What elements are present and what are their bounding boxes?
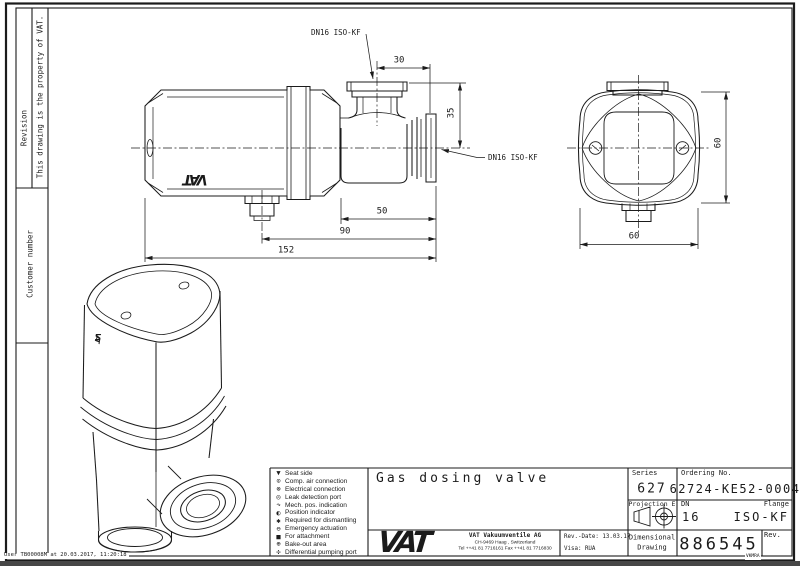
front-view-centerlines bbox=[567, 75, 711, 233]
legend-item: ⊗ Electrical connection bbox=[272, 485, 366, 493]
legend-item: ⊕ Bake-out area bbox=[272, 540, 366, 549]
plot-stamp: User TB00008M at 20.03.2017, 11:20:18 bbox=[2, 552, 129, 559]
legend-item-label: For attachment bbox=[285, 533, 330, 541]
company-name: VAT Vakuumventile AG bbox=[468, 532, 542, 539]
legend-item: ◎ Leak detection port bbox=[272, 493, 366, 501]
front-view-dimensions bbox=[579, 91, 730, 249]
dim-90: 90 bbox=[339, 226, 351, 237]
series-value: 627 bbox=[637, 481, 667, 497]
legend-item-label: Emergency actuation bbox=[285, 525, 347, 533]
ordering-no-label: Ordering No. bbox=[681, 469, 732, 477]
sheet-bottom-edge bbox=[0, 561, 800, 566]
dn-value: 16 bbox=[682, 510, 701, 524]
title-block-vat-logo: VAT bbox=[376, 525, 431, 559]
rev-label: Rev. bbox=[764, 531, 781, 539]
flange-value: ISO-KF bbox=[733, 510, 789, 524]
side-flange-label: DN16 ISO-KF bbox=[488, 153, 538, 162]
company-phone: Tel ++41 81 7716161 Fax ++41 81 7716830 bbox=[458, 546, 552, 552]
visa: Visa: RUA bbox=[564, 546, 596, 552]
company-address: CH-9469 Haag , Switzerland bbox=[474, 540, 536, 546]
legend-symbol-icon: ✱ bbox=[276, 516, 281, 525]
dim-35: 35 bbox=[446, 107, 457, 119]
legend-item-label: Mech. pos. indication bbox=[285, 501, 347, 509]
projection-label: Projection E bbox=[628, 499, 676, 508]
side-view bbox=[144, 81, 437, 221]
drawing-title: Gas dosing valve bbox=[376, 471, 550, 486]
dim-30: 30 bbox=[393, 55, 405, 66]
side-view-centerlines bbox=[131, 61, 470, 231]
series-label: Series bbox=[632, 469, 658, 477]
legend-symbol-icon: ↷ bbox=[276, 501, 281, 510]
legend-item-label: Seat side bbox=[285, 469, 313, 477]
projection-symbol-icon bbox=[633, 504, 676, 529]
legend-item: ⊖ Emergency actuation bbox=[272, 525, 366, 533]
front-view bbox=[577, 81, 701, 223]
legend-symbol-icon: ◐ bbox=[276, 508, 281, 517]
ordering-no-value: 62724-KE52-0004 bbox=[669, 482, 800, 496]
dim-50: 50 bbox=[376, 206, 388, 217]
legend-item-label: Position indicator bbox=[285, 509, 336, 517]
customer-number-label: Customer number bbox=[25, 230, 35, 298]
side-view-dimensions bbox=[144, 33, 485, 262]
iso-view-vat-logo: VAT bbox=[92, 332, 103, 342]
legend-item: ↷ Mech. pos. indication bbox=[272, 501, 366, 509]
legend-item: ✱ Required for dismantling bbox=[272, 517, 366, 525]
legend-symbol-icon: ⊗ bbox=[276, 485, 281, 494]
legend-symbol-icon: ◎ bbox=[276, 493, 281, 502]
top-flange-label: DN16 ISO-KF bbox=[311, 28, 361, 37]
side-view-vat-logo: VAT bbox=[184, 171, 208, 187]
legend-item: ■ For attachment bbox=[272, 533, 366, 541]
dn-label: DN bbox=[681, 500, 690, 508]
doc-type-line1: Dimensional bbox=[628, 533, 676, 542]
legend-item: ⊙ Comp. air connection bbox=[272, 477, 366, 485]
isometric-view bbox=[80, 263, 247, 553]
legend-item: ▼ Seat side bbox=[272, 469, 366, 478]
legend-item: ◐ Position indicator bbox=[272, 509, 366, 517]
legend-item-label: Required for dismantling bbox=[285, 517, 357, 525]
legend-item-label: Bake-out area bbox=[285, 540, 327, 548]
doc-type-line2: Drawing bbox=[637, 543, 667, 552]
legend-item-label: Leak detection port bbox=[285, 493, 342, 501]
legend-symbol-icon: ⊕ bbox=[276, 540, 281, 549]
legend-symbol-icon: ✣ bbox=[276, 548, 281, 557]
legend-item-label: Electrical connection bbox=[285, 485, 346, 493]
title-block-frame bbox=[269, 467, 792, 556]
legend-symbol-icon: ■ bbox=[276, 532, 281, 541]
legend: ▼ Seat side ⊙ Comp. air connection ⊗ Electric… bbox=[272, 469, 366, 556]
legend-symbol-icon: ⊖ bbox=[276, 524, 281, 533]
sheet-frame bbox=[4, 2, 796, 562]
corner-code: VKMRA bbox=[745, 554, 761, 560]
dim-60-width: 60 bbox=[628, 231, 640, 242]
legend-item-label: Differential pumping port bbox=[285, 548, 357, 556]
dim-152: 152 bbox=[277, 245, 295, 256]
rev-date: Rev.-Date: 13.03.17 bbox=[564, 534, 631, 540]
drawing-number: 886545 bbox=[679, 534, 759, 555]
dim-60-height: 60 bbox=[713, 137, 724, 149]
revision-label: Revision bbox=[19, 109, 29, 147]
legend-symbol-icon: ▼ bbox=[276, 469, 281, 478]
legend-item-label: Comp. air connection bbox=[285, 477, 348, 485]
property-note: This drawing is the property of VAT. bbox=[35, 15, 45, 179]
flange-label: Flange bbox=[763, 500, 789, 508]
legend-symbol-icon: ⊙ bbox=[276, 477, 281, 486]
legend-item: ✣ Differential pumping port bbox=[272, 548, 366, 556]
